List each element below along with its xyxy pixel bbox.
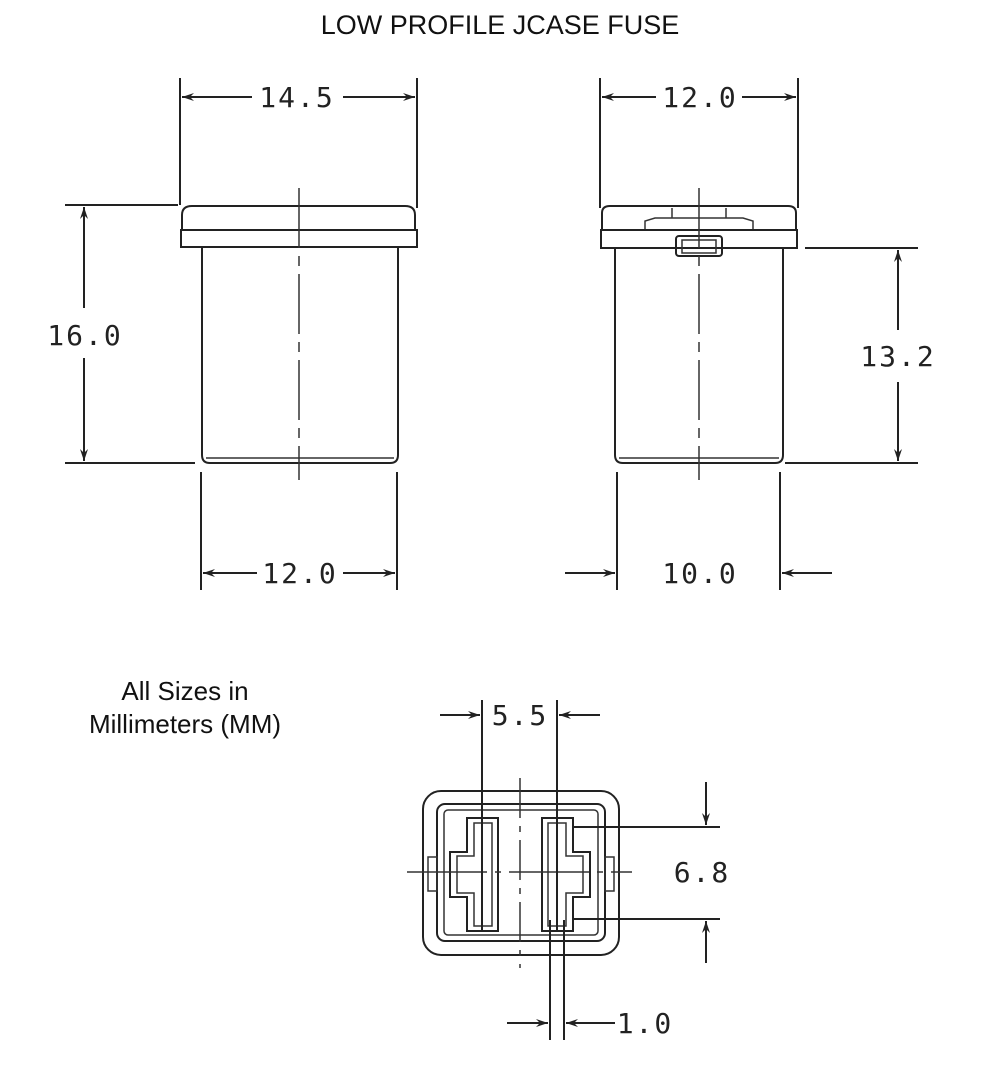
front-height-label: 16.0 [47, 319, 122, 352]
terminal-spacing-label: 5.5 [492, 699, 549, 732]
front-top-width-label: 14.5 [259, 81, 334, 114]
terminal-thickness-label: 1.0 [617, 1007, 674, 1040]
terminal-length-label: 6.8 [674, 856, 731, 889]
side-view: 12.0 13.2 10.0 [565, 78, 935, 590]
front-bottom-width-label: 12.0 [262, 557, 337, 590]
units-note-line1: All Sizes in [121, 676, 249, 706]
side-bottom-width-label: 10.0 [662, 557, 737, 590]
units-note: All Sizes in Millimeters (MM) [60, 675, 310, 741]
diagram-title: LOW PROFILE JCASE FUSE [320, 10, 680, 40]
bottom-view: 5.5 6.8 1.0 [407, 699, 731, 1040]
side-top-width-label: 12.0 [662, 81, 737, 114]
units-note-line2: Millimeters (MM) [88, 709, 282, 739]
front-view: 14.5 16.0 12.0 [47, 78, 418, 590]
side-height-label: 13.2 [860, 340, 935, 373]
